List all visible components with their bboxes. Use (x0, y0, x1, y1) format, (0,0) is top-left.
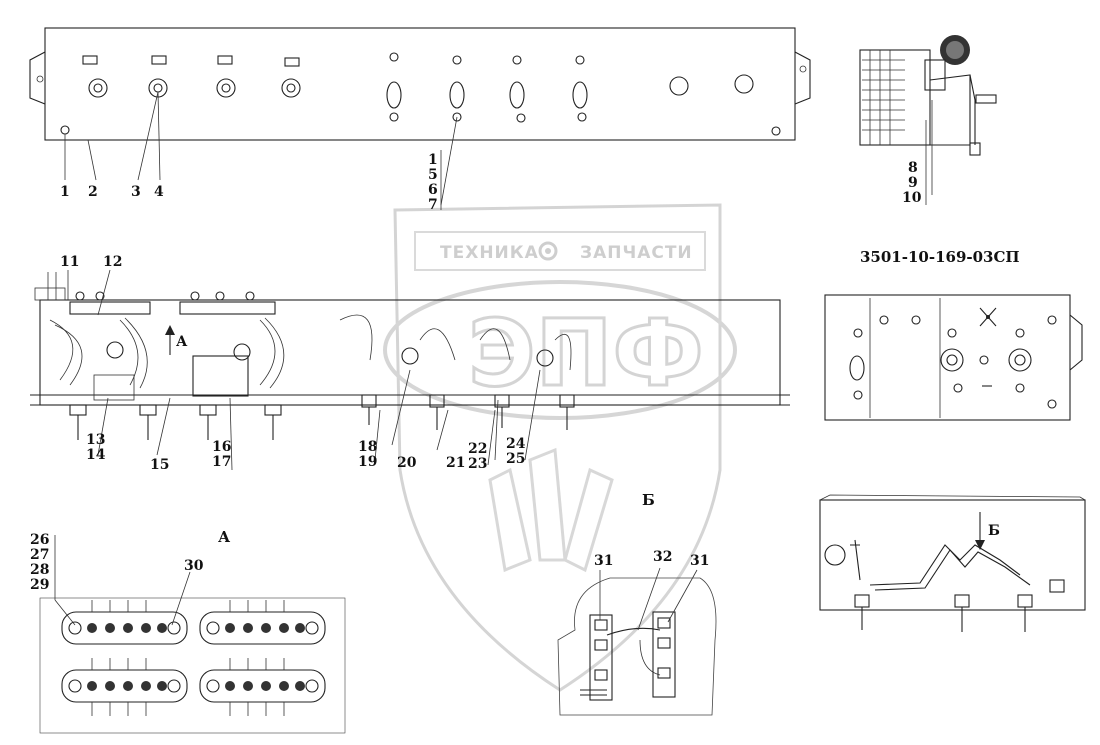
view-b-leaders (599, 567, 698, 631)
front-panel-view (29, 27, 811, 141)
callout-22: 22 (468, 441, 487, 457)
callout-14: 14 (86, 447, 106, 463)
callout-10: 10 (902, 190, 922, 206)
callout-3: 3 (131, 184, 141, 200)
callout-18: 18 (358, 439, 377, 455)
view-a-title: А (218, 528, 231, 546)
callout-1: 1 (60, 184, 70, 200)
callout-25: 25 (506, 451, 525, 467)
callout-15: 15 (150, 457, 169, 473)
view-b-title: Б (642, 491, 655, 509)
drawing-code: 3501-10-169-03СП (860, 248, 1020, 266)
callout-28: 28 (30, 562, 49, 578)
callout-19: 19 (358, 454, 377, 470)
callout-29: 29 (30, 577, 49, 593)
callout-31-right: 31 (690, 553, 709, 569)
side-view (859, 35, 997, 205)
right-lower-view: Б (819, 494, 1086, 632)
callout-26: 26 (30, 532, 49, 548)
callout-20: 20 (397, 455, 417, 471)
right-panel-view (824, 294, 1083, 421)
fan-icon (979, 307, 997, 327)
watermark-left-word: ТЕХНИКА (440, 243, 539, 263)
callout-31-left: 31 (594, 553, 613, 569)
arrow-b-label: Б (988, 523, 1000, 539)
callout-17: 17 (212, 454, 231, 470)
watermark-logo: ТЕХНИКА ЗАПЧАСТИ ЭПФ (383, 203, 737, 692)
front-panel-leaders (64, 91, 458, 210)
callout-4: 4 (154, 184, 164, 200)
callout-2: 2 (88, 184, 98, 200)
callout-5: 5 (428, 167, 438, 183)
callout-6: 6 (428, 182, 438, 198)
arrow-a-label: А (176, 334, 188, 350)
rear-view: А (30, 272, 790, 440)
callout-30: 30 (184, 558, 204, 574)
callout-1b: 1 (428, 152, 438, 168)
callout-12: 12 (103, 254, 122, 270)
gear-icon (538, 241, 558, 261)
view-a-leaders (54, 535, 191, 626)
callout-13: 13 (86, 432, 105, 448)
watermark-emblem-letters: ЭПФ (468, 300, 704, 407)
callout-27: 27 (30, 547, 49, 563)
rear-view-leaders (67, 269, 541, 471)
callout-7: 7 (428, 197, 438, 213)
callout-24: 24 (506, 436, 526, 452)
callout-16: 16 (212, 439, 231, 455)
watermark-right-word: ЗАПЧАСТИ (580, 243, 693, 263)
view-b-detail (557, 577, 717, 716)
callout-9: 9 (908, 175, 918, 191)
callout-11: 11 (60, 254, 79, 270)
callout-21: 21 (446, 455, 465, 471)
view-a-terminal-blocks (39, 597, 346, 734)
callout-8: 8 (908, 160, 918, 176)
callout-23: 23 (468, 456, 487, 472)
callout-32: 32 (653, 549, 672, 565)
